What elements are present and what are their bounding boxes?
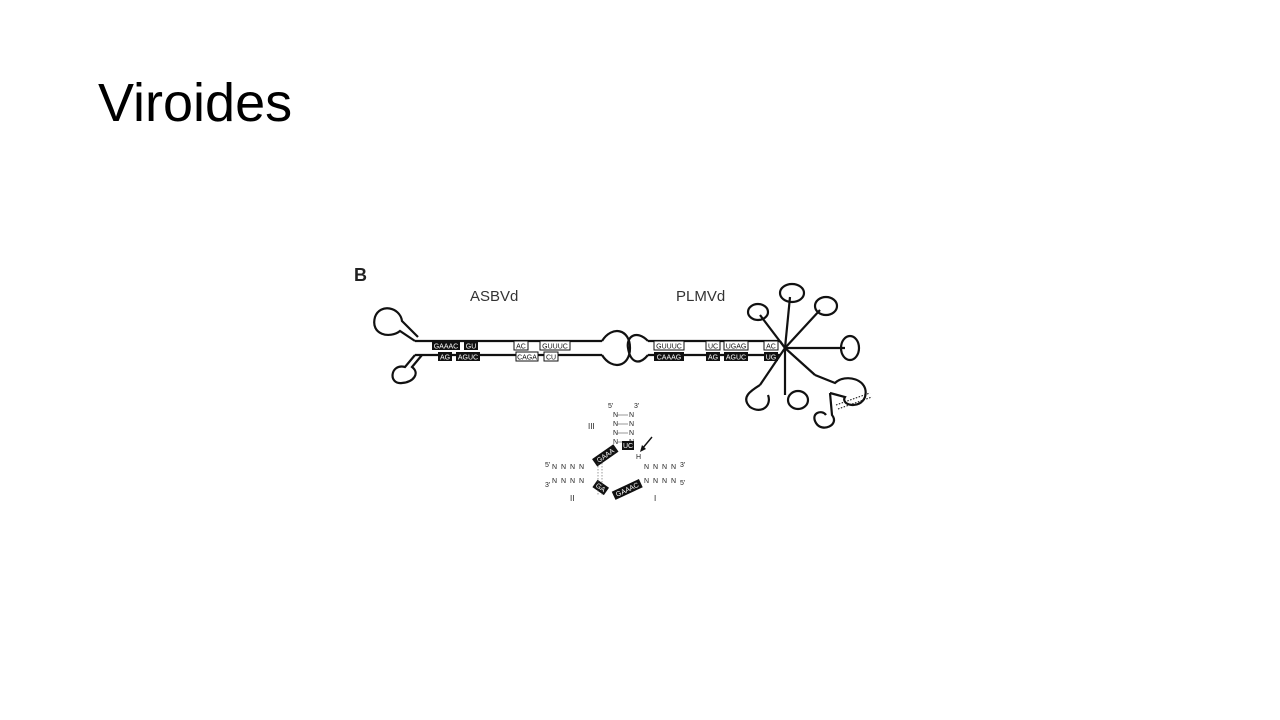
nt: N <box>561 478 566 485</box>
asbvd-box <box>543 351 559 362</box>
nt: N <box>579 478 584 485</box>
asbvd-structure <box>373 307 632 385</box>
asbvd-box <box>456 352 480 361</box>
plmvd-box-label: UC <box>708 344 718 351</box>
plmvd-box-label: AC <box>766 344 776 351</box>
asbvd-box-label: CAGA <box>517 355 537 362</box>
nt: N <box>653 478 658 485</box>
asbvd-label: ASBVd <box>470 288 518 305</box>
asbvd-box-label: AG <box>440 355 450 362</box>
asbvd-box <box>438 352 452 361</box>
asbvd-box-label: GAAAC <box>434 344 459 351</box>
stem-I-label: I <box>654 494 656 503</box>
viroid-diagram: B ASBVd GAAAC GU AC GUUUC AG AGUC CAGA C… <box>354 265 873 503</box>
plmvd-label: PLMVd <box>676 288 725 305</box>
nt: N <box>613 430 618 437</box>
stem-III-left: N N N N <box>613 412 618 446</box>
asbvd-box-label: AC <box>516 344 526 351</box>
plmvd-box <box>654 352 684 361</box>
panel-label: B <box>354 265 367 285</box>
stem-II-top: N N N N <box>552 464 584 471</box>
asbvd-top-boxes: GAAAC GU AC GUUUC <box>432 340 571 351</box>
nt: N <box>671 478 676 485</box>
asbvd-box <box>515 351 539 362</box>
nt: N <box>613 439 618 446</box>
nt: N <box>613 412 618 419</box>
core-box <box>611 479 643 500</box>
plmvd-box <box>706 352 720 361</box>
asbvd-box <box>464 341 478 350</box>
slide-title: Viroides <box>98 73 293 133</box>
prime-label: 3' <box>545 482 550 489</box>
stem-III-right: N N N N <box>629 412 634 446</box>
nt: N <box>552 464 557 471</box>
plmvd-box-label: UG <box>766 355 777 362</box>
stem-III-label: III <box>588 422 595 431</box>
plmvd-box <box>653 340 685 351</box>
nt: N <box>579 464 584 471</box>
plmvd-box-label: UGAG <box>726 344 747 351</box>
cleavage-nt: H <box>636 454 641 461</box>
nt: N <box>662 478 667 485</box>
core-box-label: UC <box>623 443 633 450</box>
nt: N <box>552 478 557 485</box>
core-box <box>592 444 619 467</box>
stem-II-label: II <box>570 494 574 503</box>
nt: N <box>570 478 575 485</box>
core-box <box>592 479 610 496</box>
cleavage-arrow-head <box>640 445 646 452</box>
stem-I-top: N N N N <box>644 464 676 471</box>
asbvd-bottom-boxes: AG AGUC CAGA CU <box>438 351 559 362</box>
nt: N <box>662 464 667 471</box>
plmvd-top-boxes: GUUUC UC UGAG AC <box>653 340 779 351</box>
nt: N <box>613 421 618 428</box>
prime-label: 5' <box>608 403 613 410</box>
nt: N <box>629 430 634 437</box>
prime-label: 3' <box>634 403 639 410</box>
nt: N <box>629 412 634 419</box>
asbvd-box-label: CU <box>546 355 556 362</box>
plmvd-box-label: GUUUC <box>656 344 682 351</box>
plmvd-box <box>705 340 721 351</box>
plmvd-box <box>763 340 779 351</box>
hammerhead-ribozyme: 5' 3' N N N N N N N N III GAAA UC GA GAA… <box>545 403 685 503</box>
nt: N <box>570 464 575 471</box>
nt: N <box>561 464 566 471</box>
asbvd-box <box>513 340 529 351</box>
nt: N <box>644 478 649 485</box>
plmvd-bottom-boxes: CAAAG AG AGUC UG <box>654 352 778 362</box>
stem-I-bottom: N N N N <box>644 478 676 485</box>
viroid-figure: B ASBVd GAAAC GU AC GUUUC AG AGUC CAGA C… <box>340 255 900 525</box>
nt: N <box>644 464 649 471</box>
plmvd-box-label: AGUC <box>726 355 746 362</box>
asbvd-box-label: GU <box>466 344 477 351</box>
prime-label: 3' <box>680 462 685 469</box>
core-box-label: GA <box>594 482 607 494</box>
nt: N <box>671 464 676 471</box>
core-box <box>622 441 634 450</box>
asbvd-box <box>539 340 571 351</box>
nt: N <box>629 421 634 428</box>
plmvd-box <box>724 352 748 361</box>
prime-label: 5' <box>545 462 550 469</box>
nt: N <box>653 464 658 471</box>
plmvd-branches <box>745 282 867 429</box>
plmvd-box <box>764 352 778 361</box>
plmvd-box <box>723 340 749 351</box>
plmvd-box-label: AG <box>708 355 718 362</box>
asbvd-box-label: GUUUC <box>542 344 568 351</box>
asbvd-box <box>432 341 460 350</box>
asbvd-box-label: AGUC <box>458 355 478 362</box>
plmvd-box-label: CAAAG <box>657 355 682 362</box>
stem-II-bottom: N N N N <box>552 478 584 485</box>
prime-label: 5' <box>680 480 685 487</box>
